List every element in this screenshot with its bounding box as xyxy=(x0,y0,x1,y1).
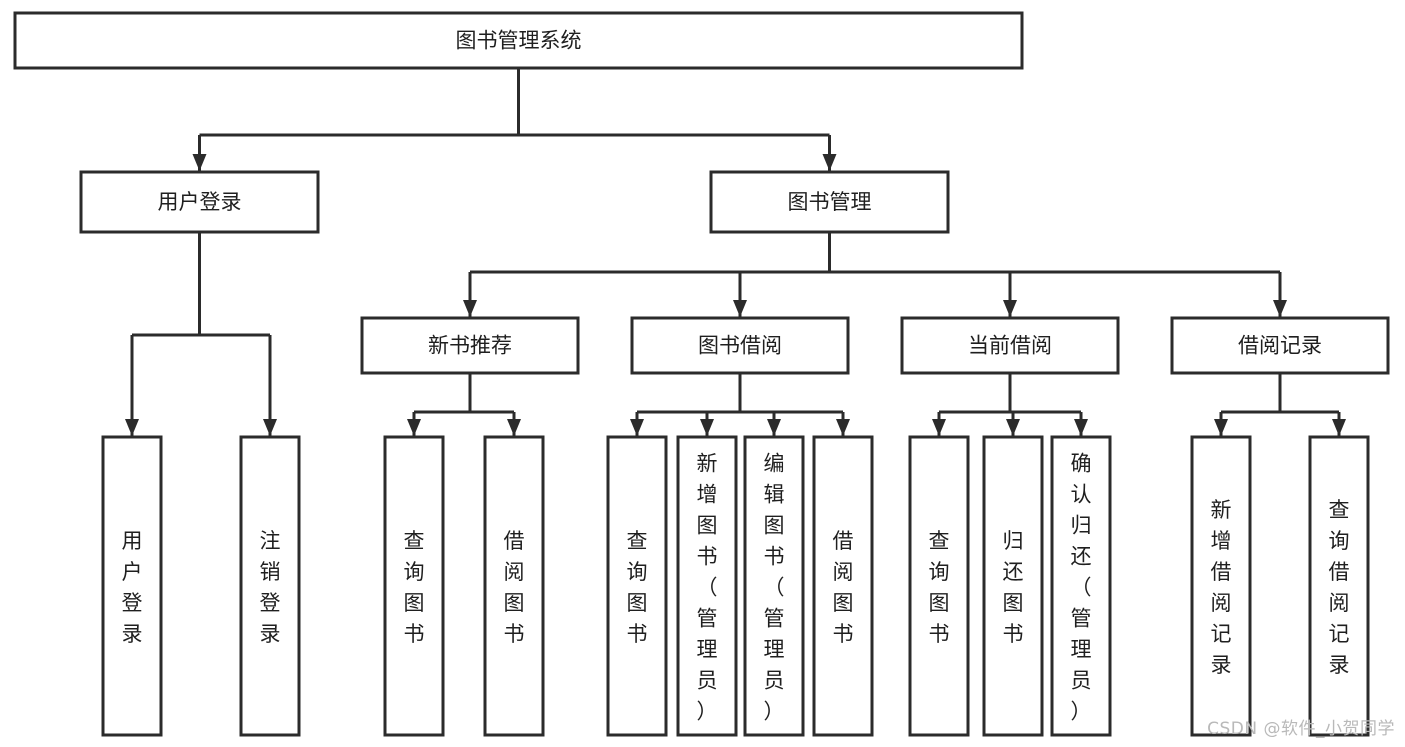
node-leaf-query-borrow-record[interactable]: 查询借阅记录 xyxy=(1308,435,1370,737)
node-new-book-recommend[interactable]: 新书推荐 xyxy=(360,316,580,375)
node-label-leaf-add-book: 新增图书（管理员） xyxy=(697,452,718,724)
node-box-book-borrow[interactable] xyxy=(630,316,850,375)
arrow-icon-current-borrow-1 xyxy=(1006,419,1020,436)
node-box-leaf-add-borrow-record[interactable] xyxy=(1190,435,1252,737)
node-box-user-login[interactable] xyxy=(79,170,320,234)
node-leaf-user-logout[interactable]: 注销登录 xyxy=(239,435,301,737)
arrow-icon-current-borrow-2 xyxy=(1074,419,1088,436)
node-leaf-add-borrow-record[interactable]: 新增借阅记录 xyxy=(1190,435,1252,737)
connectors-layer xyxy=(125,68,1346,436)
node-box-new-book-recommend[interactable] xyxy=(360,316,580,375)
node-leaf-user-login[interactable]: 用户登录 xyxy=(101,435,163,737)
node-box-root[interactable] xyxy=(13,11,1024,70)
node-user-login[interactable]: 用户登录 xyxy=(79,170,320,234)
node-leaf-add-book[interactable]: 新增图书（管理员） xyxy=(676,435,738,737)
arrow-icon-new-book-recommend-0 xyxy=(407,419,421,436)
arrow-icon-current-borrow-0 xyxy=(932,419,946,436)
node-label-new-book-recommend: 新书推荐 xyxy=(428,334,512,358)
arrow-icon-new-book-recommend-1 xyxy=(507,419,521,436)
arrow-icon-book-management-1 xyxy=(733,300,747,317)
node-leaf-borrow-book-new[interactable]: 借阅图书 xyxy=(483,435,545,737)
arrow-icon-book-management-3 xyxy=(1273,300,1287,317)
node-leaf-confirm-return[interactable]: 确认归还（管理员） xyxy=(1050,435,1112,737)
node-label-current-borrow: 当前借阅 xyxy=(968,334,1052,358)
node-box-leaf-query-book-current[interactable] xyxy=(908,435,970,737)
node-box-leaf-return-book[interactable] xyxy=(982,435,1044,737)
arrow-icon-book-management-2 xyxy=(1003,300,1017,317)
node-label-leaf-user-login: 用户登录 xyxy=(122,529,143,646)
node-book-borrow[interactable]: 图书借阅 xyxy=(630,316,850,375)
node-leaf-borrow-book[interactable]: 借阅图书 xyxy=(812,435,874,737)
arrow-icon-user-login-0 xyxy=(125,419,139,436)
arrow-icon-user-login-1 xyxy=(263,419,277,436)
node-leaf-query-book-borrow[interactable]: 查询图书 xyxy=(606,435,668,737)
node-box-leaf-query-borrow-record[interactable] xyxy=(1308,435,1370,737)
node-label-book-management: 图书管理 xyxy=(788,190,872,214)
node-label-leaf-confirm-return: 确认归还（管理员） xyxy=(1071,452,1092,724)
node-label-leaf-query-book-current: 查询图书 xyxy=(929,529,950,646)
nodes-layer: 图书管理系统用户登录图书管理新书推荐图书借阅当前借阅借阅记录用户登录注销登录查询… xyxy=(13,11,1390,737)
arrow-icon-borrow-record-0 xyxy=(1214,419,1228,436)
node-current-borrow[interactable]: 当前借阅 xyxy=(900,316,1120,375)
node-label-user-login: 用户登录 xyxy=(158,190,242,214)
node-box-leaf-borrow-book[interactable] xyxy=(812,435,874,737)
node-box-leaf-query-book-borrow[interactable] xyxy=(606,435,668,737)
node-label-book-borrow: 图书借阅 xyxy=(698,334,782,358)
node-box-borrow-record[interactable] xyxy=(1170,316,1390,375)
arrow-icon-book-management-0 xyxy=(463,300,477,317)
node-label-borrow-record: 借阅记录 xyxy=(1238,334,1322,358)
node-leaf-edit-book[interactable]: 编辑图书（管理员） xyxy=(743,435,805,737)
arrow-icon-book-borrow-2 xyxy=(767,419,781,436)
node-box-leaf-query-book-new[interactable] xyxy=(383,435,445,737)
node-label-leaf-borrow-book-new: 借阅图书 xyxy=(504,529,525,646)
arrow-icon-borrow-record-1 xyxy=(1332,419,1346,436)
arrow-icon-book-borrow-0 xyxy=(630,419,644,436)
node-box-leaf-user-login[interactable] xyxy=(101,435,163,737)
watermark-text: CSDN @软件_小贺同学 xyxy=(1207,719,1395,739)
node-label-leaf-edit-book: 编辑图书（管理员） xyxy=(764,452,785,724)
node-label-leaf-query-book-new: 查询图书 xyxy=(404,529,425,646)
node-label-leaf-borrow-book: 借阅图书 xyxy=(833,529,854,646)
node-box-current-borrow[interactable] xyxy=(900,316,1120,375)
node-label-root: 图书管理系统 xyxy=(456,29,582,53)
node-root[interactable]: 图书管理系统 xyxy=(13,11,1024,70)
node-box-leaf-confirm-return[interactable] xyxy=(1050,435,1112,737)
node-label-leaf-query-book-borrow: 查询图书 xyxy=(627,529,648,646)
node-box-leaf-add-book[interactable] xyxy=(676,435,738,737)
node-label-leaf-user-logout: 注销登录 xyxy=(260,529,281,646)
arrow-icon-book-borrow-1 xyxy=(700,419,714,436)
node-label-leaf-add-borrow-record: 新增借阅记录 xyxy=(1211,498,1232,677)
node-leaf-query-book-current[interactable]: 查询图书 xyxy=(908,435,970,737)
node-box-leaf-user-logout[interactable] xyxy=(239,435,301,737)
node-leaf-query-book-new[interactable]: 查询图书 xyxy=(383,435,445,737)
node-box-leaf-borrow-book-new[interactable] xyxy=(483,435,545,737)
arrow-icon-root-0 xyxy=(192,154,207,171)
arrow-icon-book-borrow-3 xyxy=(836,419,850,436)
node-label-leaf-query-borrow-record: 查询借阅记录 xyxy=(1329,498,1350,677)
node-book-management[interactable]: 图书管理 xyxy=(709,170,950,234)
node-leaf-return-book[interactable]: 归还图书 xyxy=(982,435,1044,737)
node-label-leaf-return-book: 归还图书 xyxy=(1003,529,1024,646)
node-box-leaf-edit-book[interactable] xyxy=(743,435,805,737)
arrow-icon-root-1 xyxy=(822,154,837,171)
node-borrow-record[interactable]: 借阅记录 xyxy=(1170,316,1390,375)
node-box-book-management[interactable] xyxy=(709,170,950,234)
